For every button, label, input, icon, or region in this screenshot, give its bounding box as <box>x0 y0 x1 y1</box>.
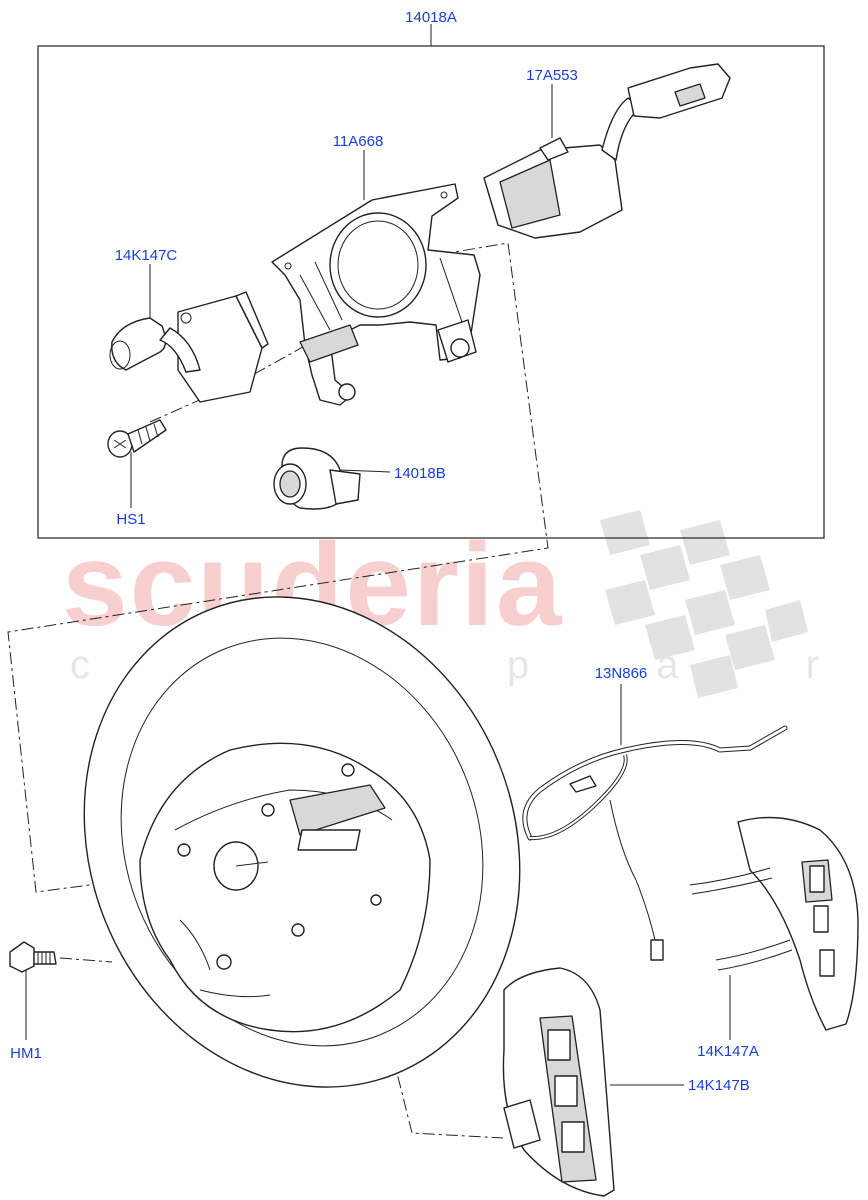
callout-HS1: HS1 <box>116 511 145 528</box>
callout-14K147C: 14K147C <box>115 247 178 264</box>
steering-wheel <box>83 596 521 1088</box>
checkered-flag-graphic <box>600 510 808 698</box>
callout-17A553: 17A553 <box>526 67 578 84</box>
wiring-harness <box>522 725 788 961</box>
switch-pack-left <box>502 967 615 1197</box>
leader-lines <box>25 84 731 1086</box>
indicator-stalk-switch <box>109 291 269 403</box>
steering-column-bracket <box>271 183 481 406</box>
callout-14018B: 14018B <box>394 465 446 482</box>
watermark: scuderia c a r p a r t s <box>62 510 868 698</box>
switch-pack-right <box>689 816 859 1031</box>
callout-13N866: 13N866 <box>595 665 648 682</box>
assembly-box <box>37 24 825 539</box>
callout-HM1: HM1 <box>10 1045 42 1062</box>
screw <box>107 419 167 458</box>
callout-14K147B: 14K147B <box>688 1077 750 1094</box>
callout-14018A: 14018A <box>405 9 457 26</box>
callout-11A668: 11A668 <box>333 133 384 150</box>
wiper-stalk-switch <box>483 63 731 239</box>
rotary-switch <box>273 447 361 510</box>
callout-14K147A: 14K147A <box>697 1043 759 1060</box>
bolt <box>9 941 57 973</box>
